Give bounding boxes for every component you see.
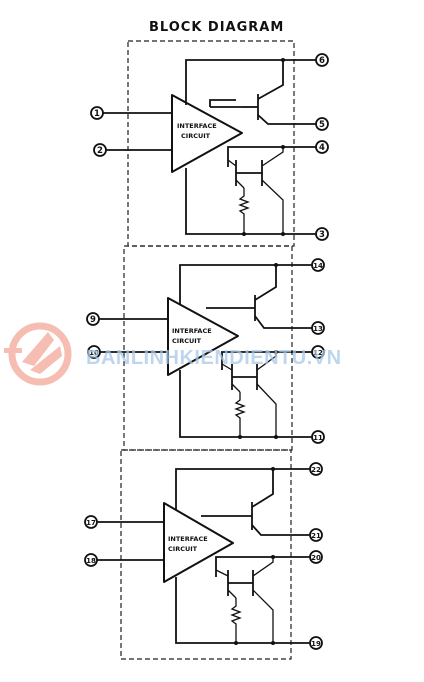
- pin-18: [84, 553, 98, 567]
- pin-19: [309, 636, 323, 650]
- amp-label-line-1: INTERFACE: [172, 327, 212, 335]
- pin-2: [93, 143, 107, 157]
- interface-amplifier: [171, 94, 243, 173]
- pin-11: [311, 430, 325, 444]
- pin-1-label: 1: [94, 109, 100, 119]
- pin-12: [311, 345, 325, 359]
- block-2-outline: [123, 245, 293, 451]
- mid-line: [215, 556, 310, 577]
- pin-21-label: 21: [311, 532, 321, 540]
- top-rail: [175, 468, 273, 510]
- watermark-logo-icon: [4, 322, 72, 386]
- resistor: [234, 392, 246, 437]
- pin-13-label: 13: [313, 325, 323, 333]
- output-transistor-emitter: [257, 114, 316, 125]
- pin-9-label: 9: [90, 315, 96, 325]
- diagram-title: BLOCK DIAGRAM: [149, 20, 284, 35]
- interface-amplifier: [163, 502, 234, 583]
- pin-10-label: 10: [89, 349, 99, 357]
- amp-label-line-2: CIRCUIT: [172, 337, 202, 345]
- pin-17-label: 17: [86, 519, 96, 527]
- bottom-rail: [179, 370, 312, 438]
- pin-14-label: 14: [313, 262, 323, 270]
- circuit-block-2: INTERFACE CIRCUIT 9 10 14 13 12 11: [86, 258, 325, 444]
- pin-22-label: 22: [311, 466, 321, 474]
- pin-20-label: 20: [311, 554, 321, 562]
- pin-20: [309, 550, 323, 564]
- watermark: BANLINHKIENDIENTU.VN: [4, 322, 342, 386]
- amp-label-line-2: CIRCUIT: [168, 545, 198, 553]
- circuit-block-3: INTERFACE CIRCUIT 17 18 22 21 20 19: [84, 462, 323, 650]
- circuit-block-1: INTERFACE CIRCUIT 1 2 6: [90, 53, 329, 241]
- top-rail: [185, 59, 283, 105]
- watermark-text: BANLINHKIENDIENTU.VN: [86, 347, 342, 369]
- output-transistor-collector: [254, 265, 277, 301]
- pin-12-label: 12: [313, 349, 323, 357]
- output-transistor-collector: [251, 469, 274, 508]
- output-transistor-emitter: [251, 524, 310, 536]
- resistor: [238, 188, 250, 234]
- pin-11-label: 11: [313, 434, 323, 442]
- top-rail: [179, 264, 276, 305]
- pin-21: [309, 528, 323, 542]
- pin-6: [315, 53, 329, 67]
- pin-5-label: 5: [319, 120, 325, 130]
- pin-1: [90, 106, 104, 120]
- pin-4-label: 4: [319, 143, 325, 153]
- pin-10: [87, 345, 101, 359]
- pin-22: [309, 462, 323, 476]
- output-transistor-collector: [257, 60, 284, 100]
- pin-14: [311, 258, 325, 272]
- amp-label-line-1: INTERFACE: [168, 535, 208, 543]
- interface-amplifier: [167, 297, 239, 376]
- pin-4: [315, 140, 329, 154]
- pin-3-label: 3: [319, 230, 325, 240]
- resistor: [230, 598, 242, 643]
- amp-label-line-1: INTERFACE: [177, 122, 217, 130]
- block-3-outline: [120, 449, 292, 660]
- pin-9: [86, 312, 100, 326]
- mid-line: [227, 146, 316, 167]
- pin-18-label: 18: [86, 557, 96, 565]
- pin-6-label: 6: [319, 56, 325, 66]
- pin-3: [315, 227, 329, 241]
- bottom-rail: [185, 168, 316, 235]
- bottom-rail: [175, 577, 310, 644]
- pin-2-label: 2: [97, 146, 103, 156]
- pin-5: [315, 117, 329, 131]
- amp-label-line-2: CIRCUIT: [181, 132, 211, 140]
- pin-19-label: 19: [311, 640, 321, 648]
- block-1-outline: [127, 40, 295, 247]
- pin-17: [84, 515, 98, 529]
- output-transistor-emitter: [254, 315, 312, 329]
- pin-13: [311, 321, 325, 335]
